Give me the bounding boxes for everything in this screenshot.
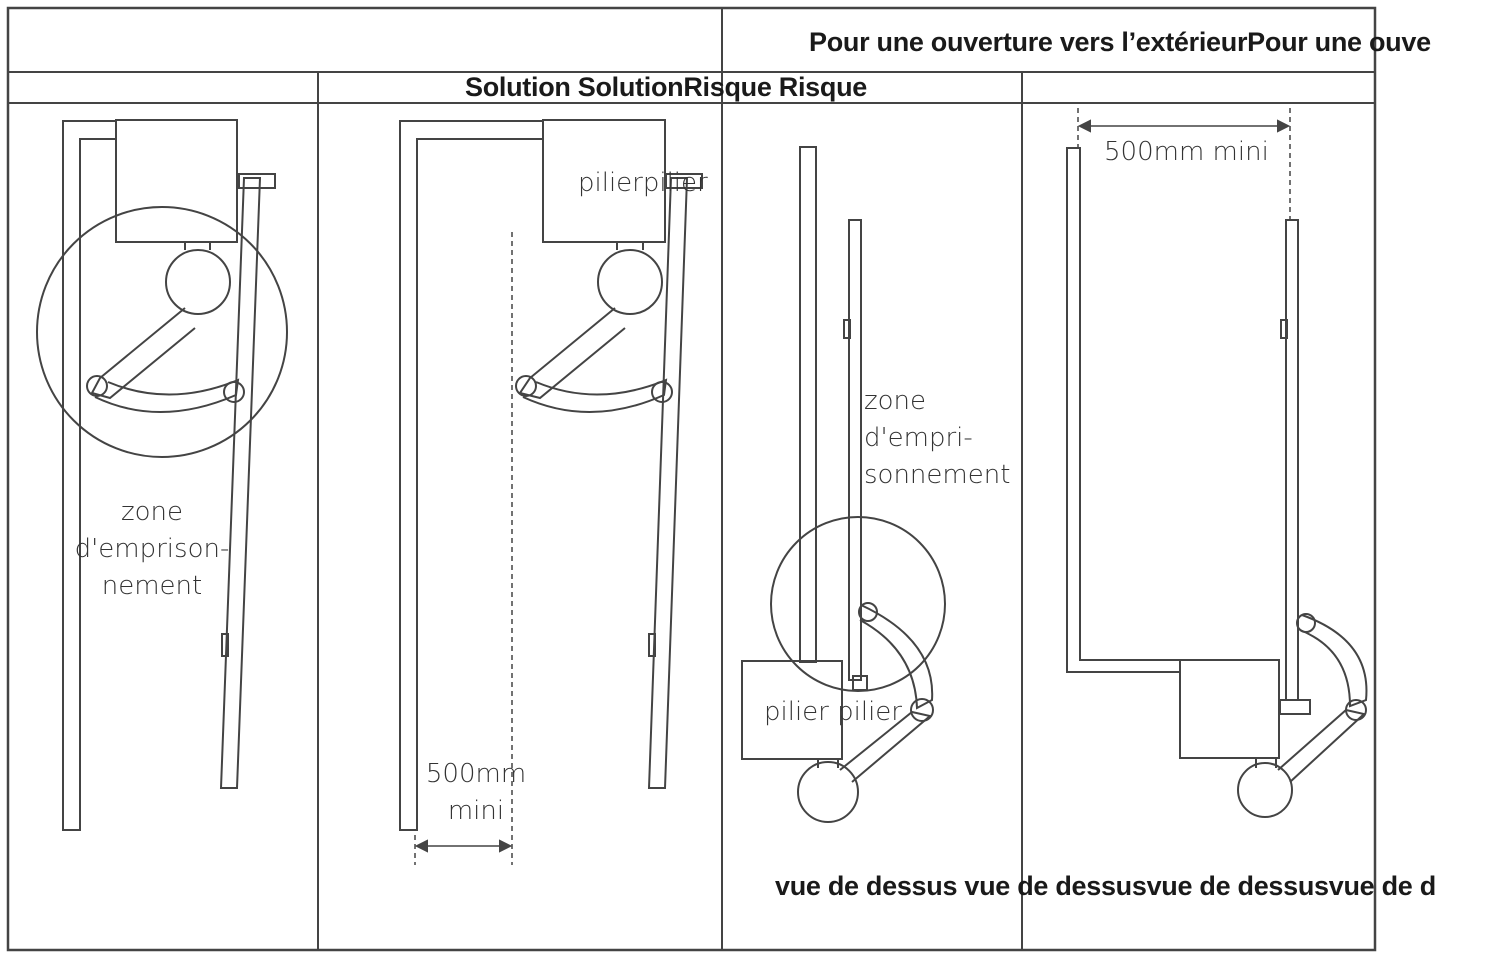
arm-joint xyxy=(651,381,673,403)
motor xyxy=(797,761,859,823)
panel-3-pillar-label: pilier pilier xyxy=(764,697,902,727)
motor xyxy=(1237,762,1293,818)
motor xyxy=(165,249,231,315)
pillar xyxy=(1179,659,1280,759)
label-line: 500mm xyxy=(425,759,527,789)
wall xyxy=(399,120,544,831)
wall xyxy=(799,146,817,663)
gate-leaf xyxy=(647,177,689,789)
gate-latch xyxy=(648,633,656,657)
motor xyxy=(597,249,663,315)
gate-leaf xyxy=(1285,219,1299,701)
panel-3-zone-label: zone d'empri- sonnement xyxy=(864,383,1010,494)
gate-latch xyxy=(1280,319,1288,339)
panel-2-dimension-label: 500mm mini xyxy=(416,756,536,830)
arm-curve xyxy=(94,378,240,413)
panel-1-zone-label: zone d'emprison- nement xyxy=(72,494,232,605)
arm-joint xyxy=(1345,699,1367,721)
panel-1-drawing xyxy=(36,119,288,831)
label-line: zone xyxy=(120,497,184,527)
header-banner: Pour une ouverture vers l’extérieurPour … xyxy=(809,27,1431,57)
panel-4-drawing xyxy=(1066,108,1368,818)
label-line: zone xyxy=(864,386,927,416)
label-line: mini xyxy=(447,796,505,826)
arm-pivot xyxy=(86,375,108,397)
label-line: d'emprison- xyxy=(74,534,230,564)
arm xyxy=(1277,708,1367,783)
danger-zone-circle xyxy=(36,206,288,458)
label-line: nement xyxy=(101,571,203,601)
wall xyxy=(1066,147,1181,673)
gate-leaf xyxy=(848,219,862,681)
label-line: sonnement xyxy=(864,460,1011,490)
panel-4-dimension-label: 500mm mini xyxy=(1104,137,1269,167)
arm-curve xyxy=(859,604,934,710)
gate-hinge xyxy=(1279,699,1311,715)
arm-pivot xyxy=(1296,613,1316,633)
label-line: d'empri- xyxy=(864,423,973,453)
gate-latch xyxy=(843,319,851,339)
column-headings: Solution SolutionRisque Risque xyxy=(465,72,867,102)
arm xyxy=(839,710,933,783)
gate-hinge xyxy=(665,173,703,189)
arm-curve xyxy=(522,378,668,413)
wall xyxy=(62,120,117,831)
arm-pivot xyxy=(515,375,537,397)
arm-pivot xyxy=(858,602,878,622)
arm-joint xyxy=(223,381,245,403)
gate-latch xyxy=(221,633,229,657)
gate-hinge xyxy=(238,173,276,189)
arm-curve xyxy=(1299,614,1368,708)
danger-zone-circle xyxy=(770,516,946,692)
panel-2-pillar-label: pilierpilier xyxy=(578,168,708,198)
arm-joint xyxy=(910,698,934,722)
gate-leaf xyxy=(219,177,262,789)
pillar xyxy=(115,119,238,243)
panel-2-drawing xyxy=(399,119,703,865)
arm xyxy=(90,307,196,400)
outer-frame xyxy=(6,6,1377,952)
panel-3-drawing xyxy=(741,146,946,823)
view-caption: vue de dessus vue de dessusvue de dessus… xyxy=(775,871,1436,901)
